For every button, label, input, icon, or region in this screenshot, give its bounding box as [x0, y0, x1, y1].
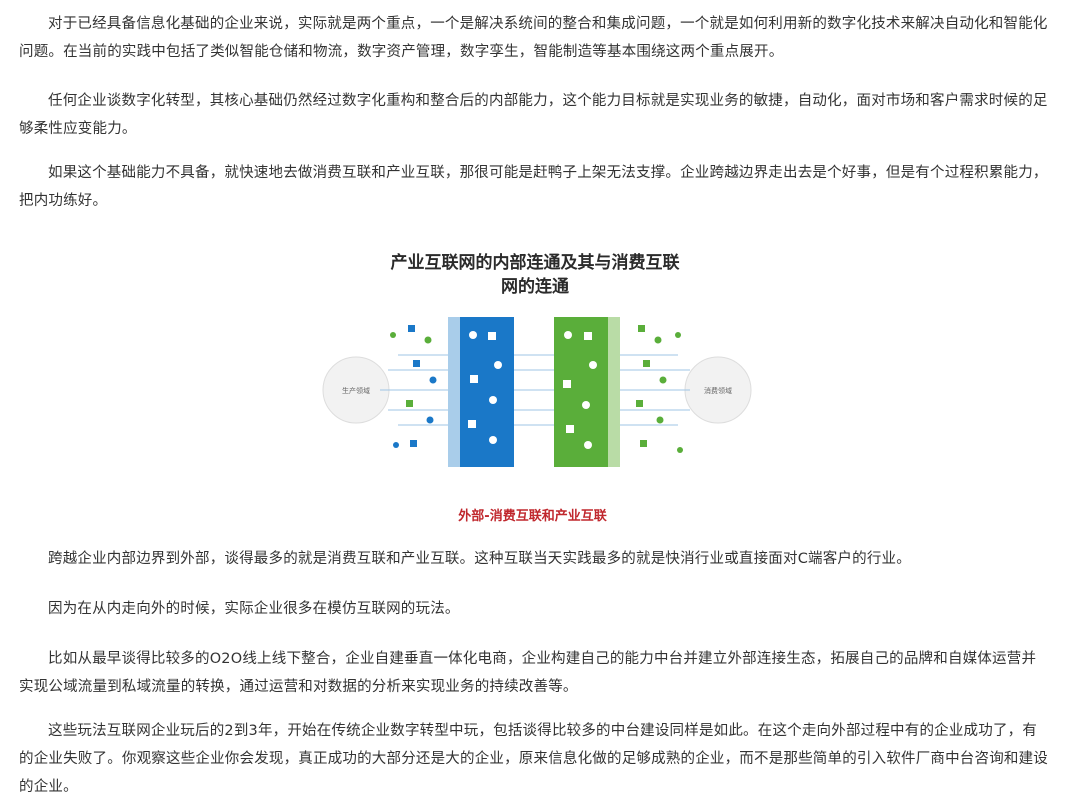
twitter-icon — [564, 331, 572, 339]
light-blue-strip — [448, 317, 460, 467]
mail-icon — [408, 325, 415, 332]
green-panel-icons — [563, 331, 597, 449]
like-icon — [566, 425, 574, 433]
camera-icon — [563, 380, 571, 388]
figure-title-line-2: 网的连通 — [501, 277, 569, 297]
phone-icon — [468, 420, 476, 428]
infographic-diagram: 生产领域 消费领域 — [322, 317, 752, 467]
paragraph-7: 这些玩法互联网企业玩后的2到3年，开始在传统企业数字转型中玩，包括谈得比较多的中… — [19, 723, 1048, 795]
truck-icon — [413, 360, 420, 367]
paragraph-1: 对于已经具备信息化基础的企业来说，实际就是两个重点，一个是解决系统间的整合和集成… — [19, 16, 1048, 60]
shopping-cart-icon — [638, 325, 645, 332]
production-domain-label: 生产领域 — [342, 386, 370, 395]
right-scatter-icons — [636, 325, 683, 453]
infographic-figure: 产业互联网的内部连通及其与消费互联 网的连通 生产领域 消费领域 — [318, 240, 752, 474]
location-icon — [494, 361, 502, 369]
heart-icon — [589, 361, 597, 369]
light-green-strip — [608, 317, 620, 467]
airplane-icon — [582, 401, 590, 409]
paragraph-6: 比如从最早谈得比较多的O2O线上线下整合，企业自建垂直一体化电商，企业构建自己的… — [19, 651, 1037, 695]
wifi-icon — [488, 332, 496, 340]
chart-icon — [470, 375, 478, 383]
connection-lines — [380, 354, 690, 426]
left-scatter-icons — [390, 325, 437, 448]
power-icon — [489, 436, 497, 444]
blue-panel-icons — [468, 331, 502, 444]
share-icon — [489, 396, 497, 404]
play-icon — [584, 332, 592, 340]
paragraph-2: 任何企业谈数字化转型，其核心基础仍然经过数字化重构和整合后的内部能力，这个能力目… — [19, 93, 1048, 137]
figure-caption: 外部-消费互联和产业互联 — [458, 509, 607, 524]
consumption-domain-label: 消费领域 — [704, 386, 732, 395]
blue-panel — [460, 317, 514, 467]
music-icon — [584, 441, 592, 449]
paragraph-3: 如果这个基础能力不具备，就快速地去做消费互联和产业互联，那很可能是赶鸭子上架无法… — [19, 165, 1048, 209]
gear-icon — [469, 331, 477, 339]
green-panel — [554, 317, 608, 467]
dollar-icon — [424, 336, 432, 344]
figure-title-line-1: 产业互联网的内部连通及其与消费互联 — [390, 253, 680, 273]
paragraph-4: 跨越企业内部边界到外部，谈得最多的就是消费互联和产业互联。这种互联当天实践最多的… — [48, 551, 911, 567]
paragraph-5: 因为在从内走向外的时候，实际企业很多在模仿互联网的玩法。 — [48, 601, 460, 617]
